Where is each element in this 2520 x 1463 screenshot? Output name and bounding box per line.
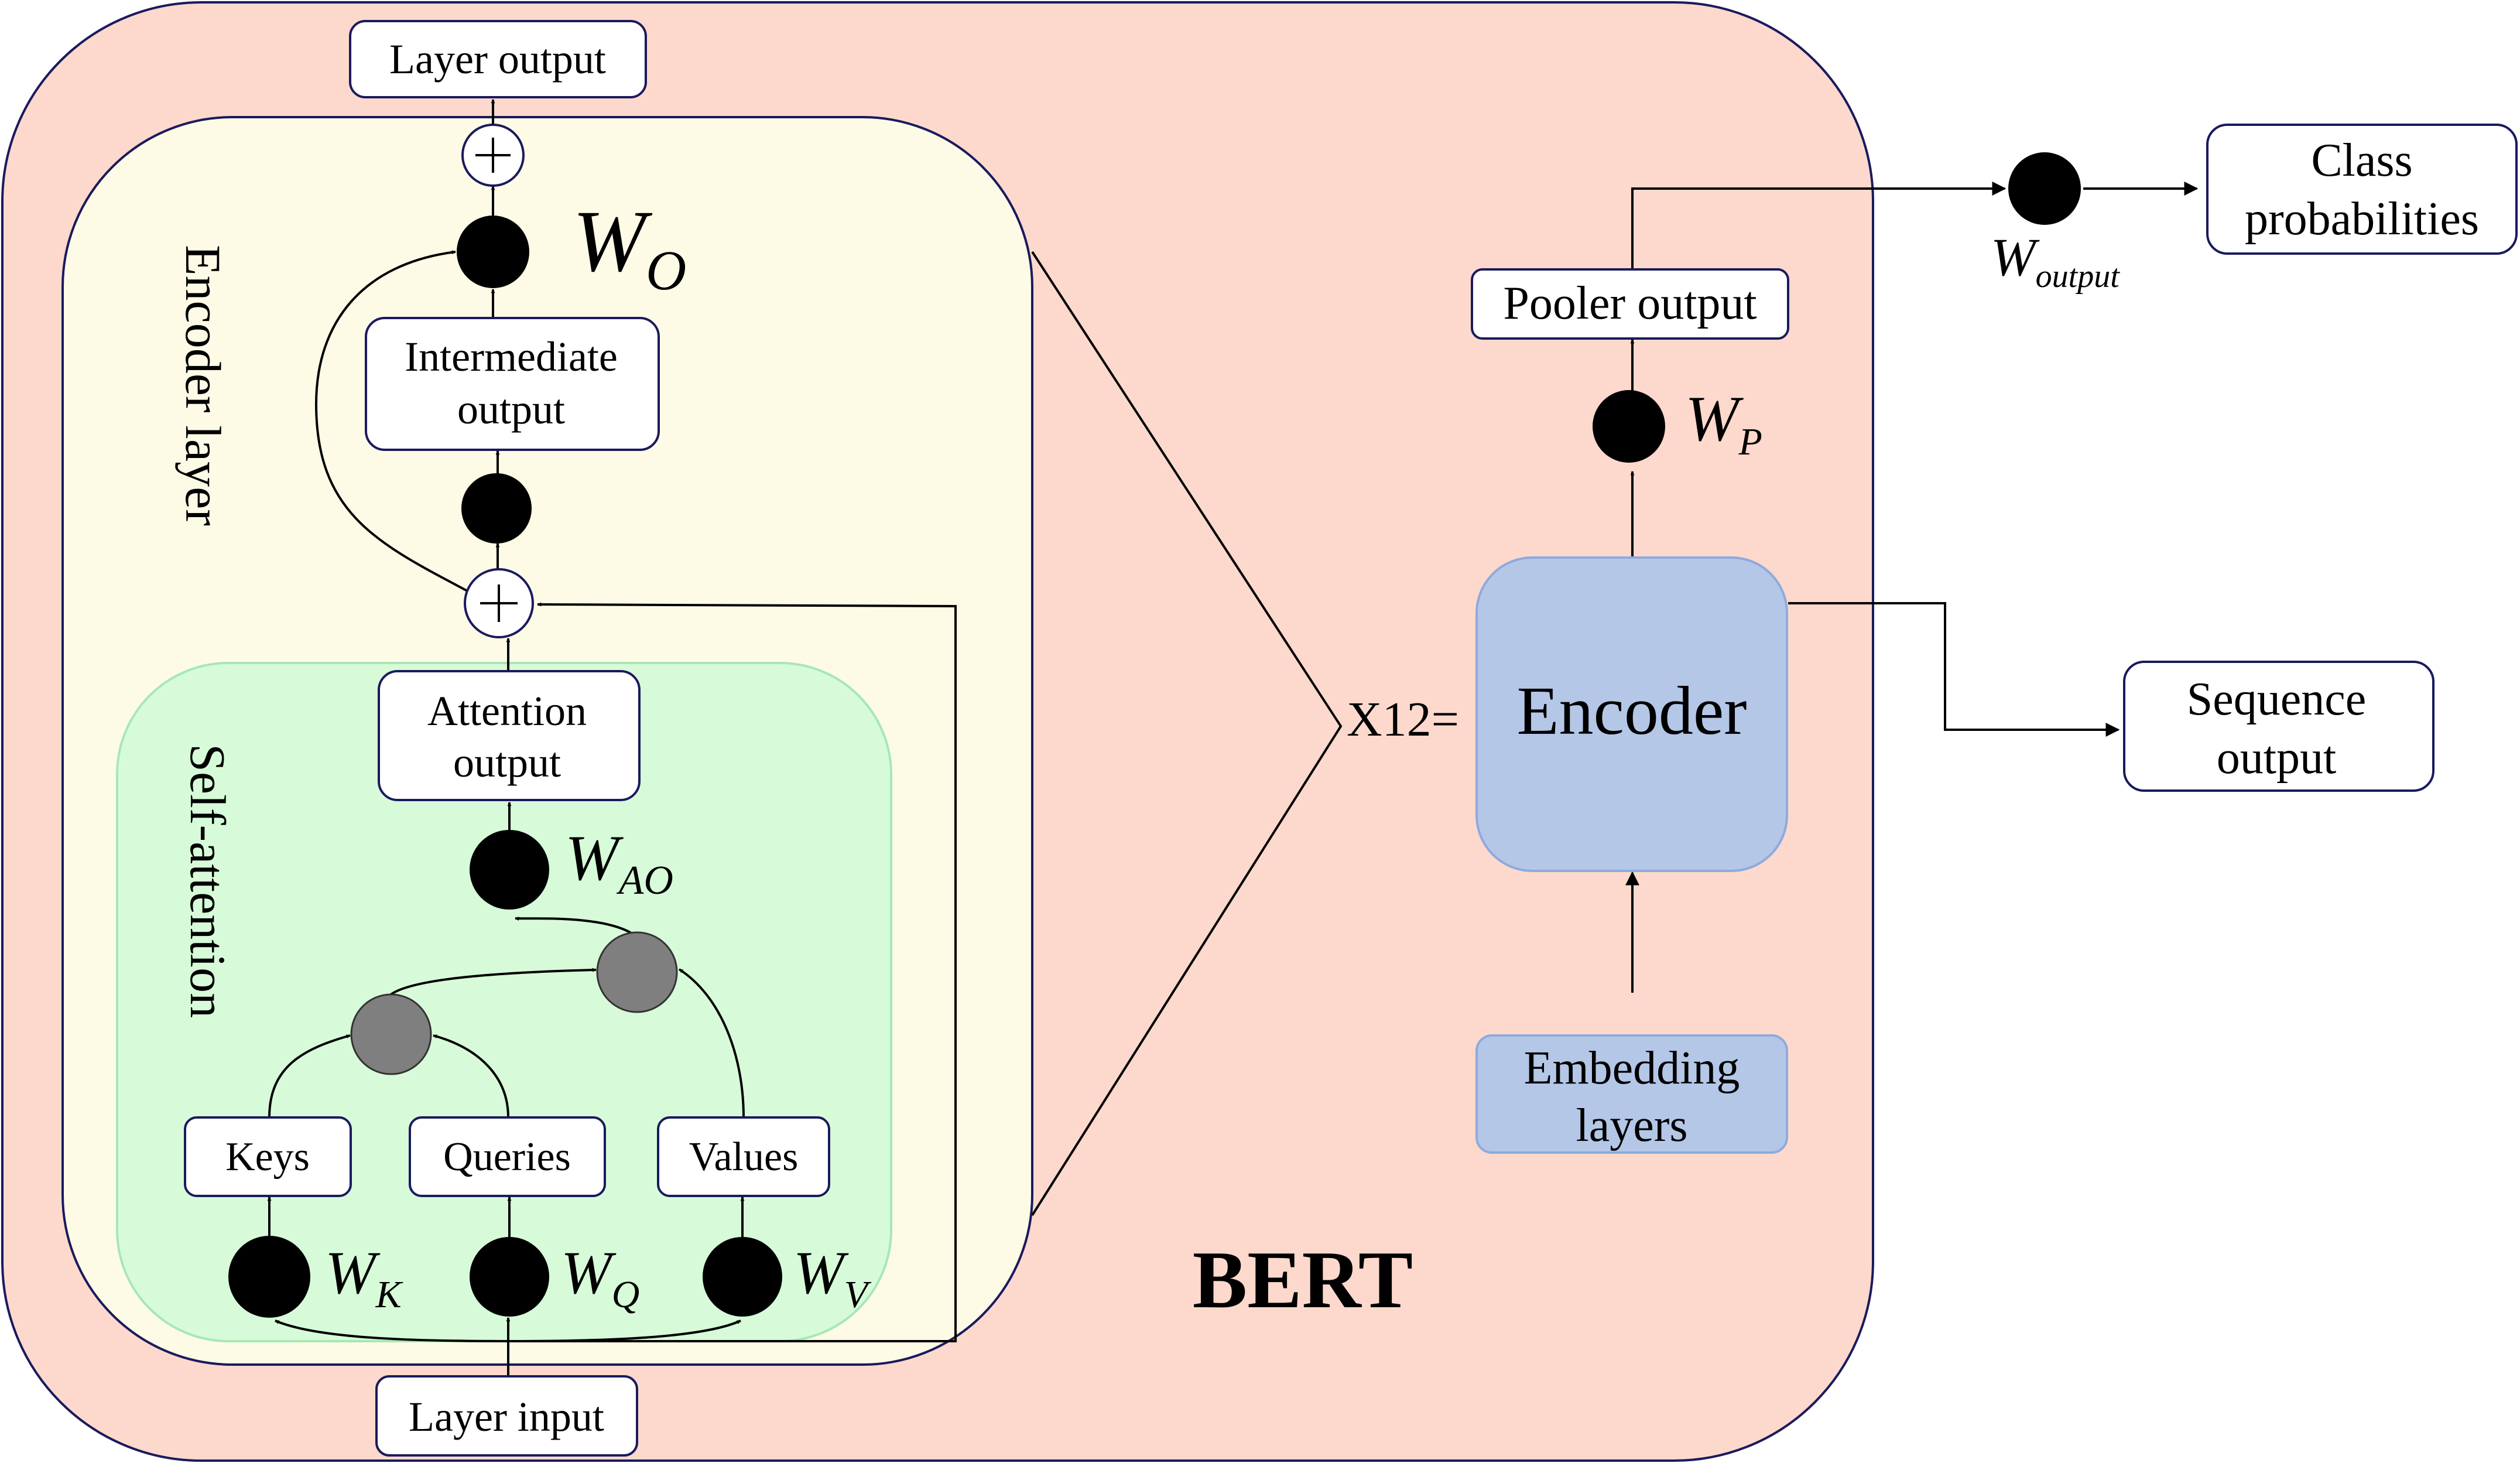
layer-input-box bbox=[375, 1375, 638, 1457]
wp-node bbox=[1593, 390, 1665, 463]
wo-node bbox=[457, 216, 529, 288]
bert-title: BERT bbox=[1193, 1235, 1413, 1325]
encoder-to-sequence-arrow bbox=[1788, 602, 2120, 737]
values-to-weighted-arrow bbox=[678, 968, 745, 1118]
wq-node bbox=[470, 1237, 549, 1317]
keys-box bbox=[184, 1116, 352, 1197]
keys-label: Keys bbox=[225, 1134, 310, 1180]
wk-node bbox=[228, 1236, 310, 1318]
pooler-to-woutput-arrow bbox=[1631, 182, 2007, 268]
multiplier-label: X12= bbox=[1347, 692, 1459, 747]
attention-output-label-line1: Attention bbox=[427, 688, 587, 734]
encoder-box bbox=[1475, 556, 1788, 872]
attention-output-box bbox=[378, 670, 641, 801]
embedding-layers-label-line1: Embedding bbox=[1524, 1042, 1740, 1094]
layer-input-label: Layer input bbox=[409, 1393, 604, 1440]
sequence-output-box bbox=[2123, 661, 2435, 792]
encoder-label: Encoder bbox=[1516, 672, 1747, 749]
attention-score-node bbox=[350, 993, 432, 1075]
residual-skip-arrow bbox=[314, 250, 469, 593]
queries-label: Queries bbox=[443, 1134, 571, 1180]
woutput-label: Woutput bbox=[1991, 227, 2120, 295]
sum-node-attention bbox=[464, 568, 534, 638]
sequence-output-label-line1: Sequence bbox=[2187, 674, 2367, 725]
embedding-layers-box bbox=[1475, 1034, 1788, 1154]
sum-node-top bbox=[461, 124, 525, 187]
embedding-layers-label-line2: layers bbox=[1576, 1100, 1687, 1151]
input-to-wk-arrow bbox=[275, 1320, 509, 1342]
pooler-output-box bbox=[1471, 268, 1789, 340]
wao-label: WAO bbox=[565, 822, 673, 903]
wq-label: WQ bbox=[561, 1239, 639, 1316]
residual-input-arrow bbox=[508, 602, 957, 1342]
wv-node bbox=[703, 1237, 782, 1317]
attention-weighted-node bbox=[596, 931, 678, 1013]
class-probabilities-label-line2: probabilities bbox=[2245, 193, 2479, 245]
score-to-weighted-arrow bbox=[388, 968, 597, 997]
values-box bbox=[657, 1116, 830, 1197]
queries-box bbox=[409, 1116, 606, 1197]
wo-label: WO bbox=[573, 193, 686, 302]
class-probabilities-box bbox=[2206, 124, 2518, 255]
intermediate-output-label-line1: Intermediate bbox=[405, 333, 618, 380]
weighted-to-wao-arrow bbox=[515, 917, 638, 938]
wao-node bbox=[470, 830, 549, 910]
self-attention-label: Self-attention bbox=[180, 744, 236, 1018]
intermediate-output-label-line2: output bbox=[457, 386, 565, 433]
wk-label: WK bbox=[325, 1239, 403, 1316]
class-probabilities-label-line1: Class bbox=[2311, 135, 2412, 186]
wp-label: WP bbox=[1685, 383, 1762, 463]
attention-output-label-line2: output bbox=[453, 739, 561, 786]
sequence-output-label-line2: output bbox=[2217, 732, 2336, 784]
woutput-node bbox=[2008, 152, 2081, 225]
pooler-output-label: Pooler output bbox=[1503, 278, 1757, 329]
zoom-lines bbox=[1031, 251, 1343, 1216]
queries-to-score-arrow bbox=[433, 1034, 509, 1118]
values-label: Values bbox=[689, 1134, 799, 1180]
ffn-node bbox=[461, 473, 532, 544]
wv-label: WV bbox=[793, 1239, 872, 1316]
layer-output-label: Layer output bbox=[389, 36, 606, 83]
encoder-layer-label: Encoder layer bbox=[175, 245, 231, 526]
keys-to-score-arrow bbox=[268, 1034, 351, 1118]
layer-output-box bbox=[349, 20, 647, 98]
intermediate-output-box bbox=[365, 317, 660, 451]
